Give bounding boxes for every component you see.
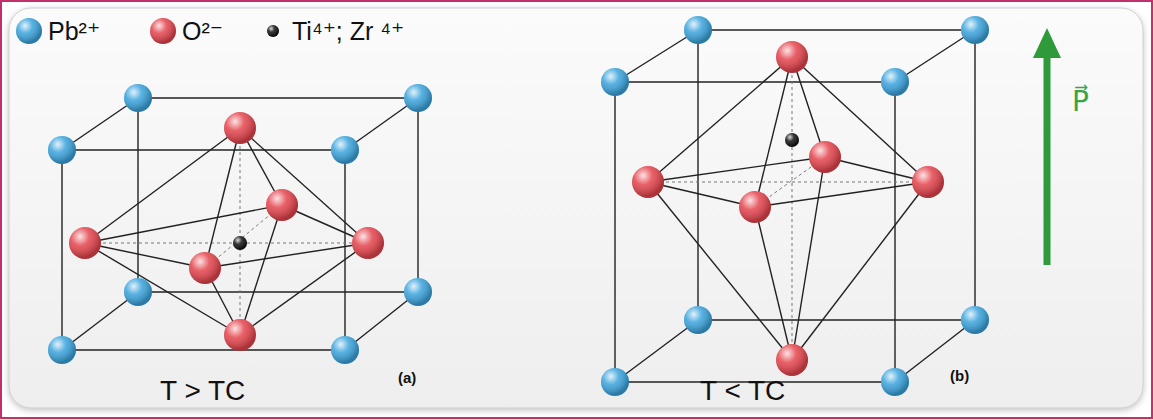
cube-edge [895, 320, 975, 382]
o-ion [189, 252, 221, 284]
octahedron-edge [240, 128, 368, 243]
inner-panel [9, 8, 1143, 408]
cube-edge [615, 320, 698, 382]
legend-label: Pb²⁺ [48, 17, 100, 46]
pb-ion [601, 68, 629, 96]
pb-ion [404, 278, 432, 306]
octahedron-edge [648, 157, 825, 182]
cubic-cell [48, 84, 432, 364]
legend-swatch [14, 16, 44, 46]
octahedron-edge [240, 243, 368, 335]
octahedron-edge [648, 57, 792, 182]
pb-ion [48, 136, 76, 164]
ti-zr-ion [785, 133, 799, 147]
axis-line [240, 128, 241, 335]
cube-edge [974, 30, 975, 320]
o-ion [776, 344, 808, 376]
pb-ion [48, 336, 76, 364]
octahedron-edge [792, 157, 825, 360]
pb-ion [961, 306, 989, 334]
cube-edge [698, 319, 975, 320]
pb-ion [331, 136, 359, 164]
octahedron-edge [792, 182, 928, 360]
pb-ion [331, 336, 359, 364]
octahedron-edge [85, 243, 240, 335]
cube-edge [344, 150, 345, 350]
temperature-label: T > TC [160, 377, 245, 405]
cube-edge [895, 30, 975, 82]
legend-label: O²⁻ [182, 17, 223, 46]
o-ion [632, 166, 664, 198]
cube-edge [698, 29, 975, 30]
octahedron-edge [648, 182, 755, 207]
axis-line [85, 243, 368, 244]
cube-edge [61, 150, 62, 350]
octahedron-edge [85, 128, 240, 243]
legend-entry: Pb²⁺ [14, 16, 100, 46]
ti-zr-ion [233, 236, 247, 250]
o-ion [69, 227, 101, 259]
axis-line [792, 57, 793, 360]
legend-entry: O²⁻ [148, 16, 223, 46]
o-ion [352, 227, 384, 259]
octahedron-edge [85, 205, 282, 243]
tetragonal-cell [601, 16, 989, 396]
octahedron-edge [85, 243, 205, 268]
o-ion [809, 141, 841, 173]
pb-ion [404, 84, 432, 112]
cube-edge [138, 97, 418, 98]
legend-entry: Ti⁴⁺; Zr ⁴⁺ [258, 16, 404, 46]
pb-ion [881, 368, 909, 396]
cube-edge [894, 82, 895, 382]
pb-ion [881, 68, 909, 96]
octahedron-edge [755, 57, 792, 207]
vector-label: P⃗ [1072, 88, 1089, 116]
octahedron-edge [755, 207, 792, 360]
legend-swatch [258, 16, 288, 46]
octahedron-edge [755, 182, 928, 207]
polarization-arrow [1033, 28, 1061, 265]
legend-label: Ti⁴⁺; Zr ⁴⁺ [292, 17, 404, 46]
cube-edge [615, 81, 895, 82]
octahedron-edge [205, 243, 368, 268]
o-ion [224, 319, 256, 351]
cube-edge [417, 98, 418, 292]
cube-edge [62, 349, 345, 350]
octahedron-edge [792, 57, 928, 182]
o-ion [266, 189, 298, 221]
octahedron-edge [648, 182, 792, 360]
panel-letter: (a) [398, 370, 416, 385]
cube-edge [138, 291, 418, 292]
o-ion [776, 41, 808, 73]
temperature-label: T < TC [700, 377, 785, 405]
axis-line [648, 182, 928, 183]
panel-letter: (b) [950, 368, 969, 383]
pb-ion [601, 368, 629, 396]
octahedron-edge [240, 205, 282, 335]
cube-edge [614, 82, 615, 382]
cube-edge [62, 292, 138, 350]
o-ion [739, 191, 771, 223]
pb-ion [961, 16, 989, 44]
pb-ion [124, 84, 152, 112]
pb-ion [684, 16, 712, 44]
cube-edge [615, 30, 698, 82]
pb-ion [684, 306, 712, 334]
legend-swatch [148, 16, 178, 46]
o-ion [224, 112, 256, 144]
pb-ion [124, 278, 152, 306]
cube-edge [62, 149, 345, 150]
cube-edge [137, 98, 138, 292]
o-ion [912, 166, 944, 198]
